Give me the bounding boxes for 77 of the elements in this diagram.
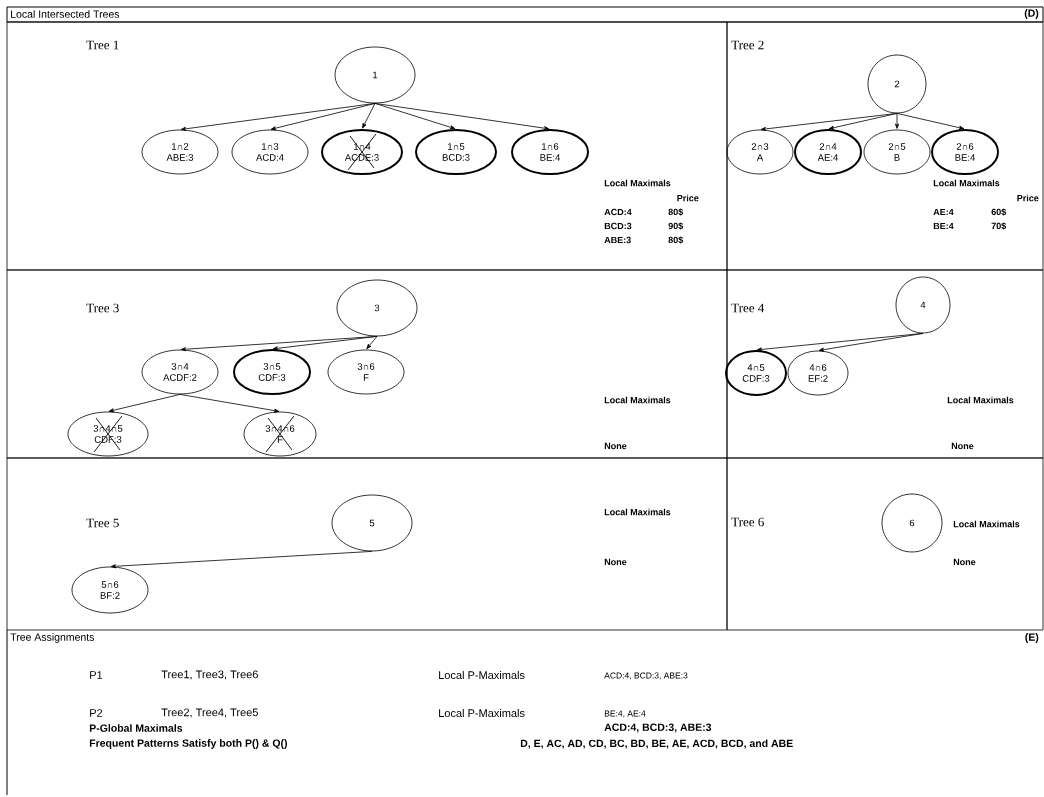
table-heading: Price <box>1017 194 1039 202</box>
arrow <box>896 113 965 130</box>
tree-node: 3∩4 ACDF:2 <box>141 349 219 395</box>
arrow <box>366 336 378 350</box>
table-cell: 80$ <box>668 236 684 244</box>
tree-node: 2∩4 AE:4 <box>794 129 862 175</box>
tree-node: 3∩6 F <box>327 349 405 395</box>
table-cell: 60$ <box>991 208 1007 216</box>
label-text: Frequent Patterns Satisfy both P() & Q() <box>89 739 287 749</box>
table-heading: Local Maximals <box>604 396 671 404</box>
tree-node: 5 <box>331 494 413 552</box>
label-text: Tree2, Tree4, Tree5 <box>161 708 258 718</box>
table-heading: Price <box>677 194 699 202</box>
tree-node: 6 <box>881 493 943 553</box>
table-cell: BCD:3 <box>604 222 632 230</box>
arrow <box>110 551 373 569</box>
label-text: (E) <box>1025 633 1039 643</box>
panel-heading: Tree 4 <box>731 303 765 313</box>
tree-node: 1∩3 ACD:4 <box>231 129 309 175</box>
label-text: P-Global Maximals <box>89 724 183 732</box>
tree-node: 1∩5 BCD:3 <box>415 129 497 175</box>
table-cell: None <box>951 442 974 450</box>
table-cell: 80$ <box>668 208 684 216</box>
section-title: Tree Assignments <box>10 633 95 643</box>
arrow <box>818 333 924 352</box>
label-text: BE:4, AE:4 <box>604 710 646 718</box>
label-text: ACD:4, BCD:3, ABE:3 <box>604 723 712 733</box>
label-text: (D) <box>1024 9 1039 19</box>
tree-node: 1 <box>334 46 416 104</box>
tree-node: 3∩5 CDF:3 <box>233 349 311 395</box>
table-heading: Local Maximals <box>947 396 1014 404</box>
table-cell: ABE:3 <box>604 236 631 244</box>
panel-heading: Tree 6 <box>731 517 764 527</box>
arrow <box>362 103 376 129</box>
label-text: ACD:4, BCD:3, ABE:3 <box>604 672 688 680</box>
tree-node: 2∩3 A <box>726 129 794 175</box>
tree-node: 4∩5 CDF:3 <box>725 350 787 396</box>
label-text: Local P-Maximals <box>439 708 525 718</box>
section-title: Local Intersected Trees <box>11 10 120 18</box>
table-cell: None <box>953 558 976 566</box>
table-heading: Local Maximals <box>953 520 1020 528</box>
table-cell: 90$ <box>668 222 684 230</box>
arrow <box>895 113 899 129</box>
tree-node: 3 <box>336 279 418 337</box>
arrow <box>108 394 181 413</box>
panel-heading: Tree 3 <box>86 303 119 313</box>
table-cell: BE:4 <box>933 222 954 230</box>
table-heading: Local Maximals <box>933 179 1000 187</box>
table-cell: AE:4 <box>933 208 954 216</box>
tree-node: 1∩6 BE:4 <box>511 129 589 175</box>
table-cell: None <box>604 442 627 450</box>
label-text: D, E, AC, AD, CD, BC, BD, BE, AE, ACD, BCD, and ABE <box>520 739 793 749</box>
arrow <box>374 103 456 130</box>
panel-heading: Tree 1 <box>86 40 119 50</box>
panel-heading: Tree 5 <box>86 518 119 528</box>
label-text: Tree1, Tree3, Tree6 <box>161 670 258 680</box>
arrow <box>270 103 376 131</box>
tree-node: 2∩5 B <box>863 129 931 175</box>
arrow <box>179 394 280 413</box>
tree-node: 5∩6 BF:2 <box>71 566 149 614</box>
panel-heading: Tree 2 <box>731 40 764 50</box>
tree-node: 2 <box>867 54 927 114</box>
arrow <box>272 336 378 351</box>
arrow <box>374 103 550 131</box>
table-heading: Local Maximals <box>604 508 671 516</box>
arrow <box>828 113 898 130</box>
label-text: P2 <box>90 709 103 717</box>
label-text: P1 <box>90 671 103 679</box>
tree-node: 4 <box>895 276 951 334</box>
tree-node: 1∩2 ABE:3 <box>141 129 219 175</box>
table-cell: ACD:4 <box>604 208 632 216</box>
table-heading: Local Maximals <box>604 179 671 187</box>
tree-node: 4∩6 EF:2 <box>787 350 849 396</box>
table-cell: 70$ <box>991 222 1007 230</box>
label-text: Local P-Maximals <box>439 670 525 680</box>
tree-node: 2∩6 BE:4 <box>931 129 999 175</box>
table-cell: None <box>604 558 627 566</box>
